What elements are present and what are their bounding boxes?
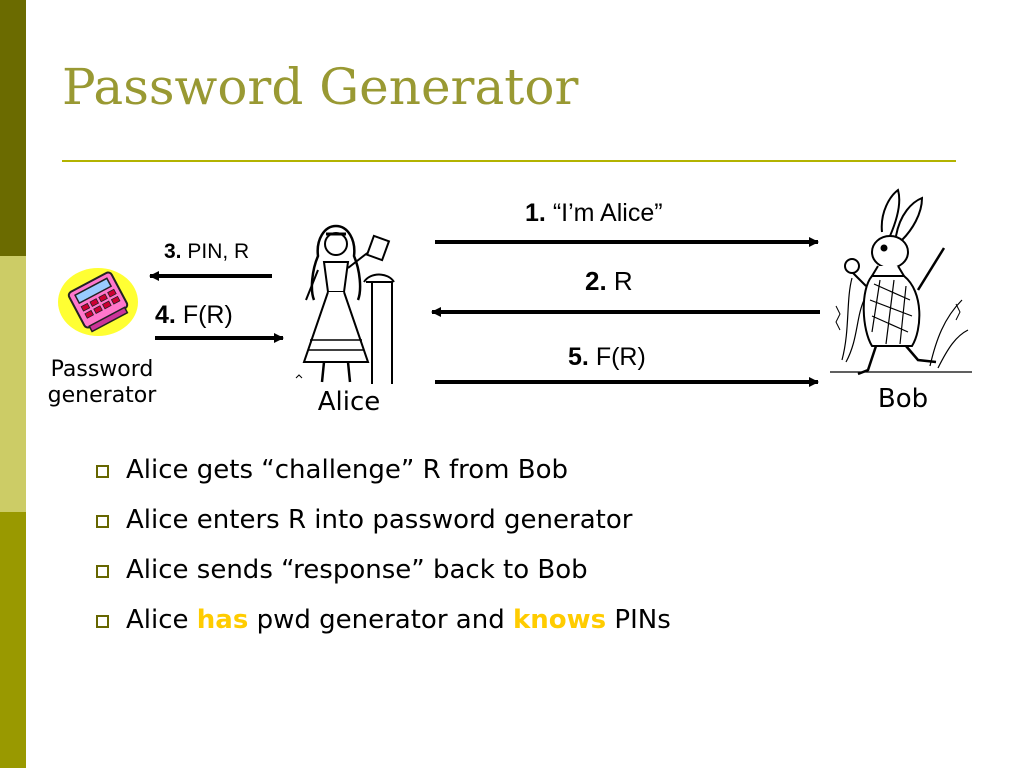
generator-caption: Password generator bbox=[34, 357, 170, 409]
generator-caption-line2: generator bbox=[47, 383, 157, 408]
bullet-square-icon bbox=[96, 465, 109, 478]
sidebar-block-light bbox=[0, 256, 26, 512]
bullet-item: Alice enters R into password generator bbox=[90, 500, 671, 550]
sidebar-block-dark bbox=[0, 0, 26, 256]
title-divider bbox=[62, 160, 956, 162]
highlight-has: has bbox=[196, 605, 249, 635]
password-generator-icon bbox=[58, 268, 138, 336]
generator-caption-line1: Password bbox=[50, 357, 154, 382]
bullet-text-mid: pwd generator and bbox=[248, 605, 513, 635]
msg2-text: R bbox=[613, 266, 633, 296]
bullet-item: Alice sends “response” back to Bob bbox=[90, 550, 671, 600]
msg1-label: 1. “I’m Alice” bbox=[525, 201, 663, 226]
bullet-item: Alice gets “challenge” R from Bob bbox=[90, 450, 671, 500]
msg3-label: 3. PIN, R bbox=[164, 241, 249, 262]
msg4-label: 4. F(R) bbox=[155, 303, 233, 328]
msg5-text: F(R) bbox=[595, 343, 646, 371]
highlight-knows: knows bbox=[512, 605, 607, 635]
protocol-diagram bbox=[58, 188, 972, 387]
bullet-square-icon bbox=[96, 515, 109, 528]
msg1-number: 1. bbox=[525, 199, 546, 227]
bob-rabbit-illustration bbox=[830, 188, 972, 376]
msg5-number: 5. bbox=[568, 343, 589, 371]
bullet-text-post: PINs bbox=[606, 605, 671, 635]
alice-caption: Alice bbox=[317, 387, 381, 417]
bullet-square-icon bbox=[96, 615, 109, 628]
msg5-label: 5. F(R) bbox=[568, 345, 646, 370]
alice-illustration bbox=[295, 224, 395, 384]
msg3-number: 3. bbox=[164, 240, 182, 263]
msg4-text: F(R) bbox=[182, 301, 233, 329]
bullet-list: Alice gets “challenge” R from Bob Alice … bbox=[90, 450, 671, 650]
msg4-number: 4. bbox=[155, 301, 176, 329]
sidebar-accent bbox=[0, 0, 26, 768]
msg3-text: PIN, R bbox=[187, 240, 250, 263]
slide-title: Password Generator bbox=[62, 58, 579, 116]
bullet-text: Alice gets “challenge” R from Bob bbox=[126, 455, 568, 485]
bob-caption: Bob bbox=[877, 384, 929, 414]
msg1-text: “I’m Alice” bbox=[552, 199, 663, 227]
bullet-text: Alice sends “response” back to Bob bbox=[126, 555, 588, 585]
sidebar-block-mid bbox=[0, 512, 26, 768]
bullet-square-icon bbox=[96, 565, 109, 578]
msg2-label: 2. R bbox=[585, 268, 633, 294]
bullet-text: Alice enters R into password generator bbox=[126, 505, 633, 535]
bullet-text-pre: Alice bbox=[126, 605, 197, 635]
bullet-item: Alice has pwd generator and knows PINs bbox=[90, 600, 671, 650]
msg2-number: 2. bbox=[585, 266, 607, 296]
